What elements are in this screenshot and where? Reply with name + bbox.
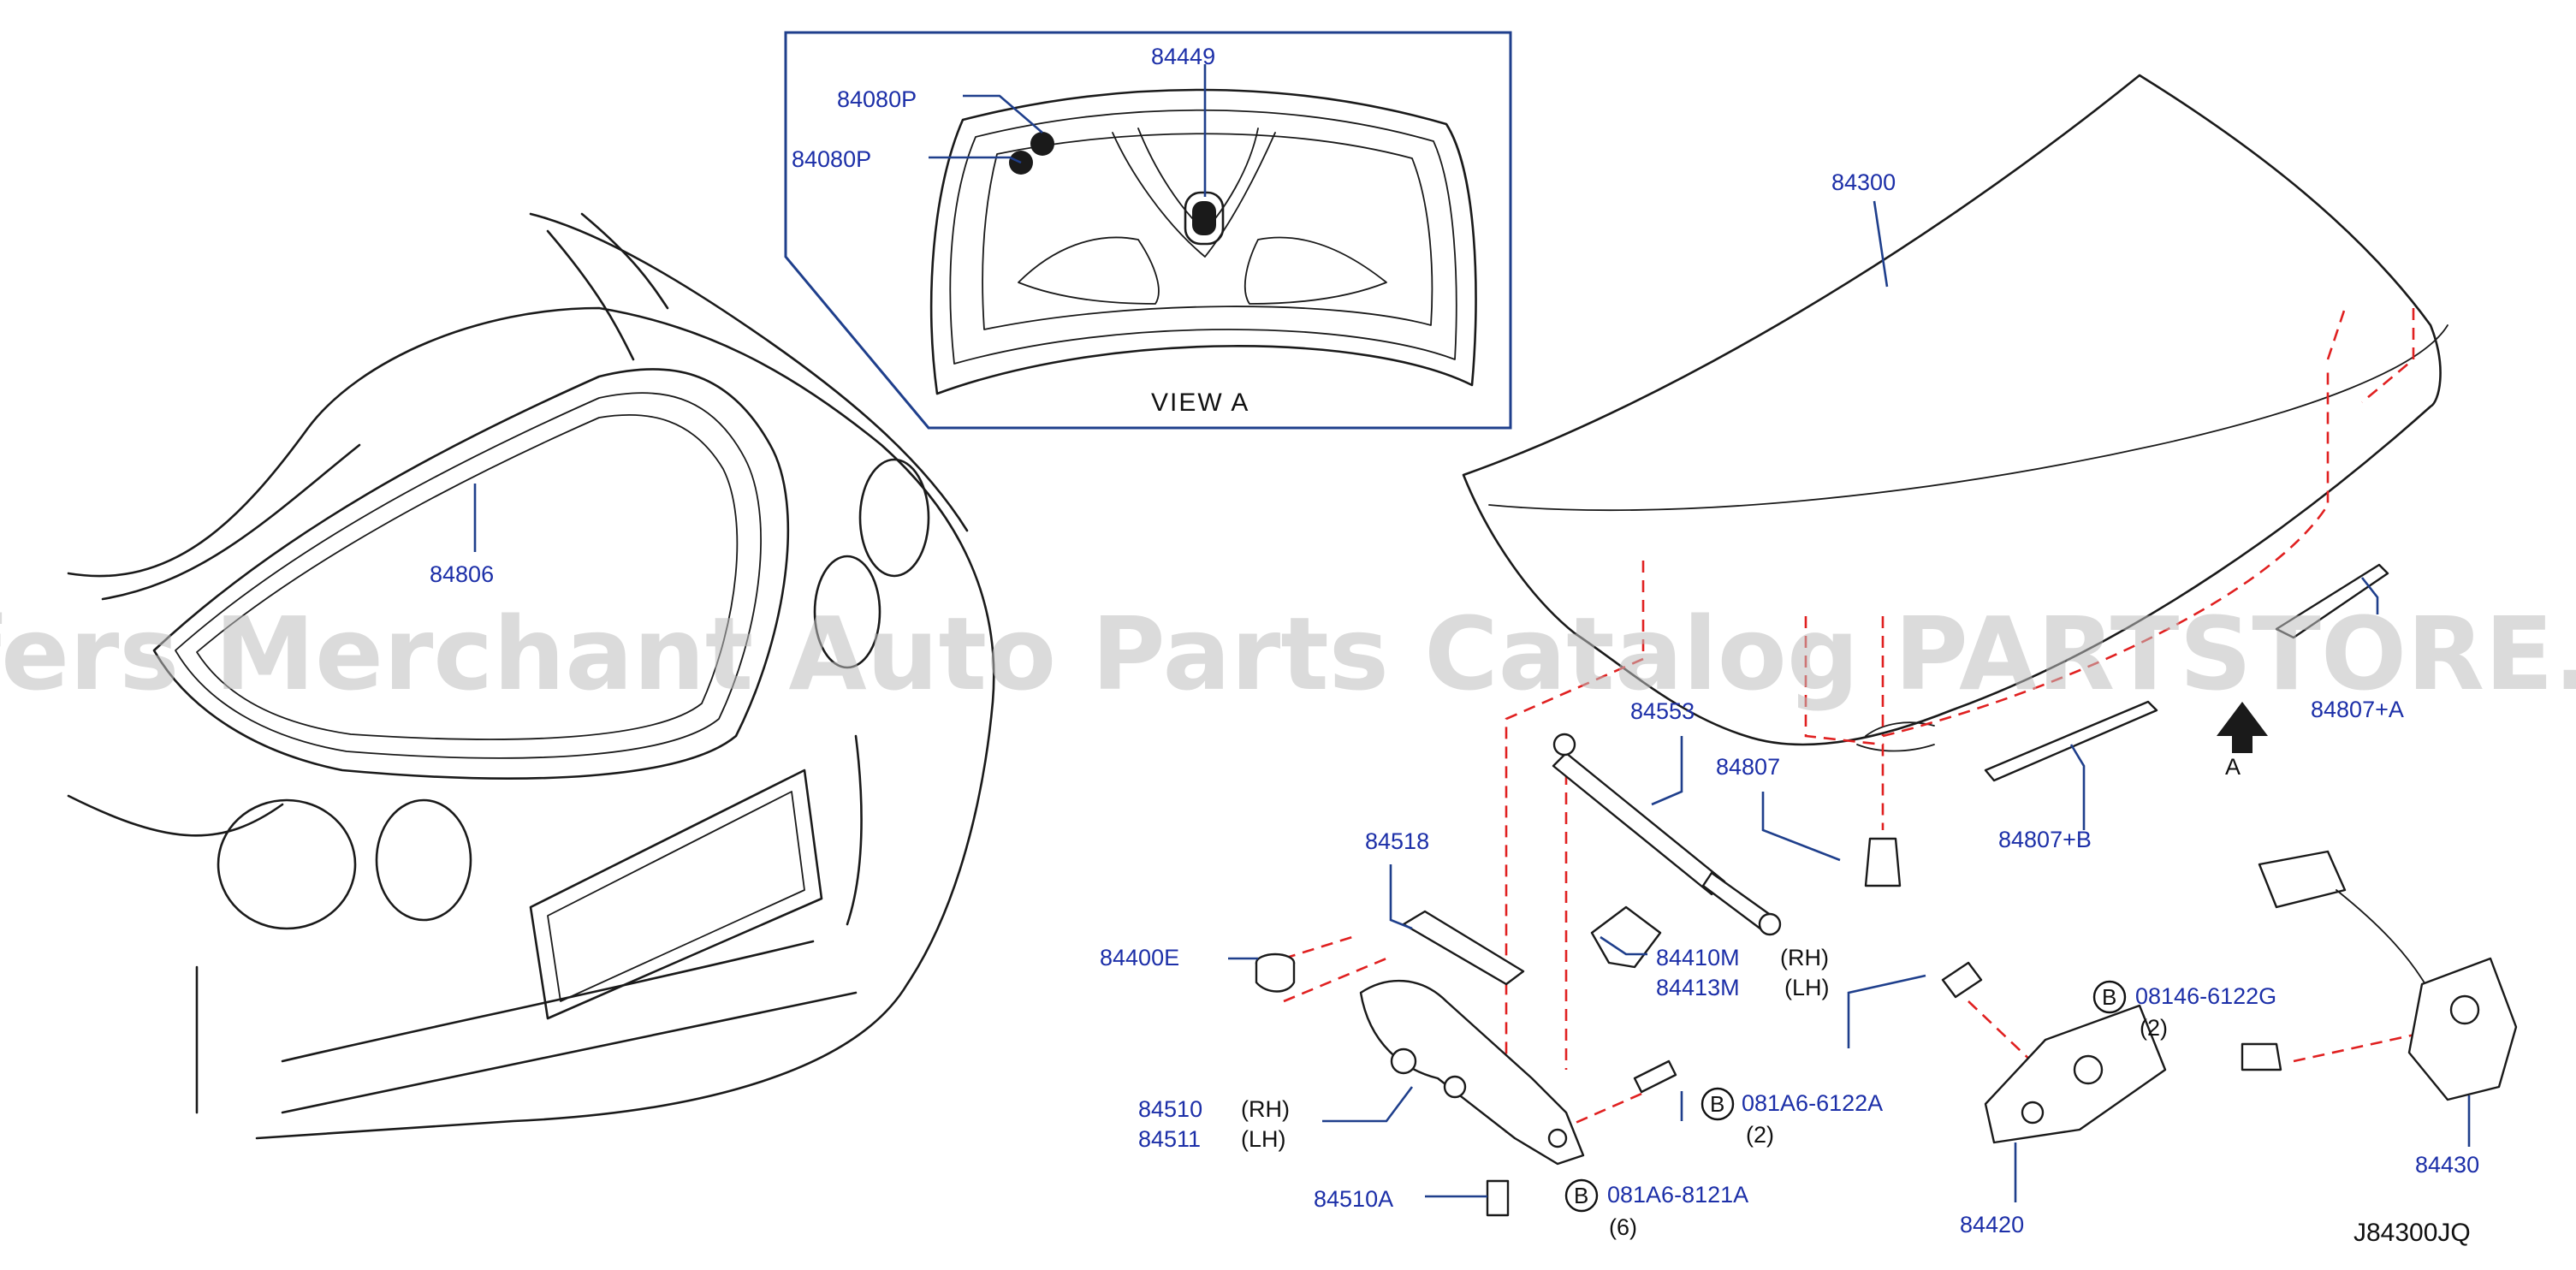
callout-84511: 84511: [1138, 1126, 1201, 1152]
side-label-rh-2: (RH): [1241, 1096, 1290, 1122]
latch-84430-drawing: [2258, 850, 2518, 1101]
bracket-84518-drawing: [1402, 910, 1525, 986]
diagram-code: J84300JQ: [2353, 1219, 2471, 1247]
callout-84807-B: 84807+B: [1998, 827, 2092, 852]
bumper-84400E-drawing: [1255, 952, 1296, 993]
callout-84449: 84449: [1151, 44, 1215, 69]
side-label-rh-1: (RH): [1780, 945, 1829, 970]
callout-84518: 84518: [1365, 828, 1429, 854]
bolt-081A6-6122A-drawing: [1633, 1059, 1677, 1094]
callout-84080P-upper: 84080P: [837, 86, 917, 112]
callout-84413M: 84413M: [1656, 975, 1740, 1000]
callout-84553: 84553: [1630, 698, 1695, 724]
b-marker-2: B: [1574, 1183, 1588, 1208]
car-rear-outline: [67, 212, 995, 1140]
clip-84410M-drawing: [1590, 905, 1662, 969]
b-marker-3: B: [2102, 984, 2116, 1010]
callout-84300: 84300: [1831, 169, 1896, 195]
bolt-84807-drawing: [1864, 837, 1902, 887]
callout-84510: 84510: [1138, 1096, 1202, 1122]
callout-84080P-lower: 84080P: [792, 146, 871, 172]
callout-84400E: 84400E: [1100, 945, 1179, 970]
bolt-qty-1: (2): [1746, 1122, 1774, 1148]
retainer-84807B-drawing: [1984, 700, 2158, 782]
bolt-code-3: 08146-6122G: [2135, 983, 2276, 1009]
bolt-code-2: 081A6-8121A: [1607, 1182, 1748, 1208]
bolt-84510A-drawing: [1486, 1179, 1510, 1217]
leader-lines: [473, 64, 2471, 1202]
watermark: Offers Merchant Auto Parts Catalog PARTS…: [0, 595, 2576, 713]
b-marker-1: B: [1710, 1091, 1724, 1117]
gas-strut-84553-drawing: [1552, 733, 1782, 936]
lock-84420-drawing: [1984, 1004, 2167, 1144]
parts-drawings: [1255, 563, 2518, 1217]
callout-84410M: 84410M: [1656, 945, 1740, 970]
bolt-qty-2: (6): [1609, 1214, 1637, 1240]
callout-84430: 84430: [2415, 1152, 2479, 1178]
view-a-inset: [784, 31, 1512, 430]
assembly-lines: [1283, 307, 2431, 1140]
view-a-title: VIEW A: [1151, 389, 1249, 417]
callout-84420: 84420: [1960, 1212, 2024, 1237]
hinge-84510-drawing: [1359, 979, 1585, 1166]
bolt-qty-3: (2): [2140, 1015, 2168, 1041]
callout-84806: 84806: [430, 561, 494, 587]
view-a-arrow: [2217, 702, 2268, 753]
callout-84807-A: 84807+A: [2311, 697, 2404, 722]
bolt-08146-drawing: [2241, 1042, 2282, 1071]
bolt-callout-08146-6122G: B 08146-6122G (2): [2092, 980, 2276, 1041]
callout-labels: 84449 84080P 84080P VIEW A 84300 84806 8…: [430, 44, 2479, 1247]
bolt-code-1: 081A6-6122A: [1742, 1090, 1883, 1116]
callout-84510A: 84510A: [1314, 1186, 1393, 1212]
side-label-lh-1: (LH): [1784, 975, 1830, 1000]
bolt-callout-081A6-6122A: B 081A6-6122A (2): [1701, 1087, 1883, 1148]
bolt-callout-081A6-8121A: B 081A6-8121A (6): [1564, 1178, 1748, 1240]
side-label-lh-2: (LH): [1241, 1126, 1286, 1152]
arrow-a-label: A: [2225, 754, 2241, 780]
callout-84807: 84807: [1716, 754, 1780, 780]
retainer-84807A-drawing: [2275, 563, 2389, 639]
bolt-lock-drawing: [1941, 961, 1983, 999]
